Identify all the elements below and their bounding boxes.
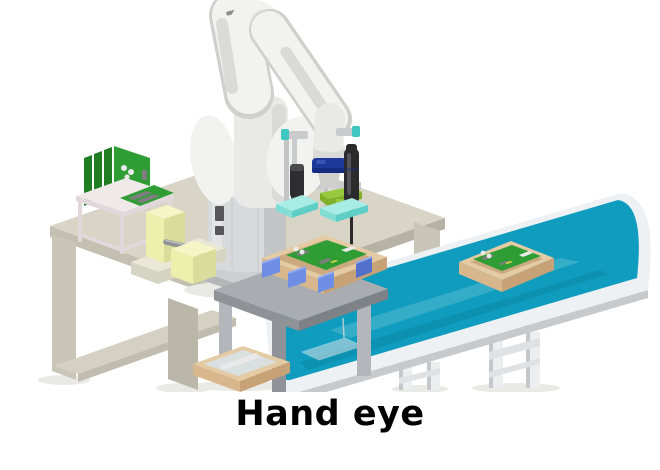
table-leg-left bbox=[52, 234, 76, 380]
screw-fixture bbox=[131, 205, 226, 284]
screwdriver-bit bbox=[350, 204, 353, 244]
teal-cap bbox=[352, 126, 360, 137]
screwdriver-station bbox=[320, 126, 368, 249]
parts-tray-on-conveyor bbox=[459, 241, 554, 292]
figure-caption: Hand eye bbox=[0, 392, 660, 470]
empty-tray bbox=[193, 346, 290, 392]
forearm-link bbox=[249, 9, 352, 163]
shoulder-joint-left bbox=[190, 115, 238, 205]
fixture-short-block bbox=[171, 241, 216, 284]
pcb-rack bbox=[76, 146, 174, 254]
robot-scene-render bbox=[38, 0, 651, 392]
wrist-tool-cone bbox=[318, 173, 340, 191]
end-effector-stations bbox=[276, 126, 368, 249]
table-leg-front bbox=[168, 298, 198, 390]
camera-stand bbox=[276, 129, 318, 218]
tray-clamps bbox=[262, 256, 372, 293]
base-connector bbox=[215, 206, 224, 221]
teal-cap bbox=[281, 129, 289, 140]
circuit-board bbox=[286, 240, 367, 270]
circuit-board bbox=[473, 245, 541, 271]
pedestal-table bbox=[214, 235, 388, 392]
caption-text: Hand eye bbox=[235, 394, 425, 434]
parts-tray-on-pedestal bbox=[262, 235, 387, 294]
flat-circuit-board bbox=[120, 185, 174, 206]
robot-wrist bbox=[312, 142, 346, 194]
screwdriver-tool bbox=[344, 144, 359, 249]
